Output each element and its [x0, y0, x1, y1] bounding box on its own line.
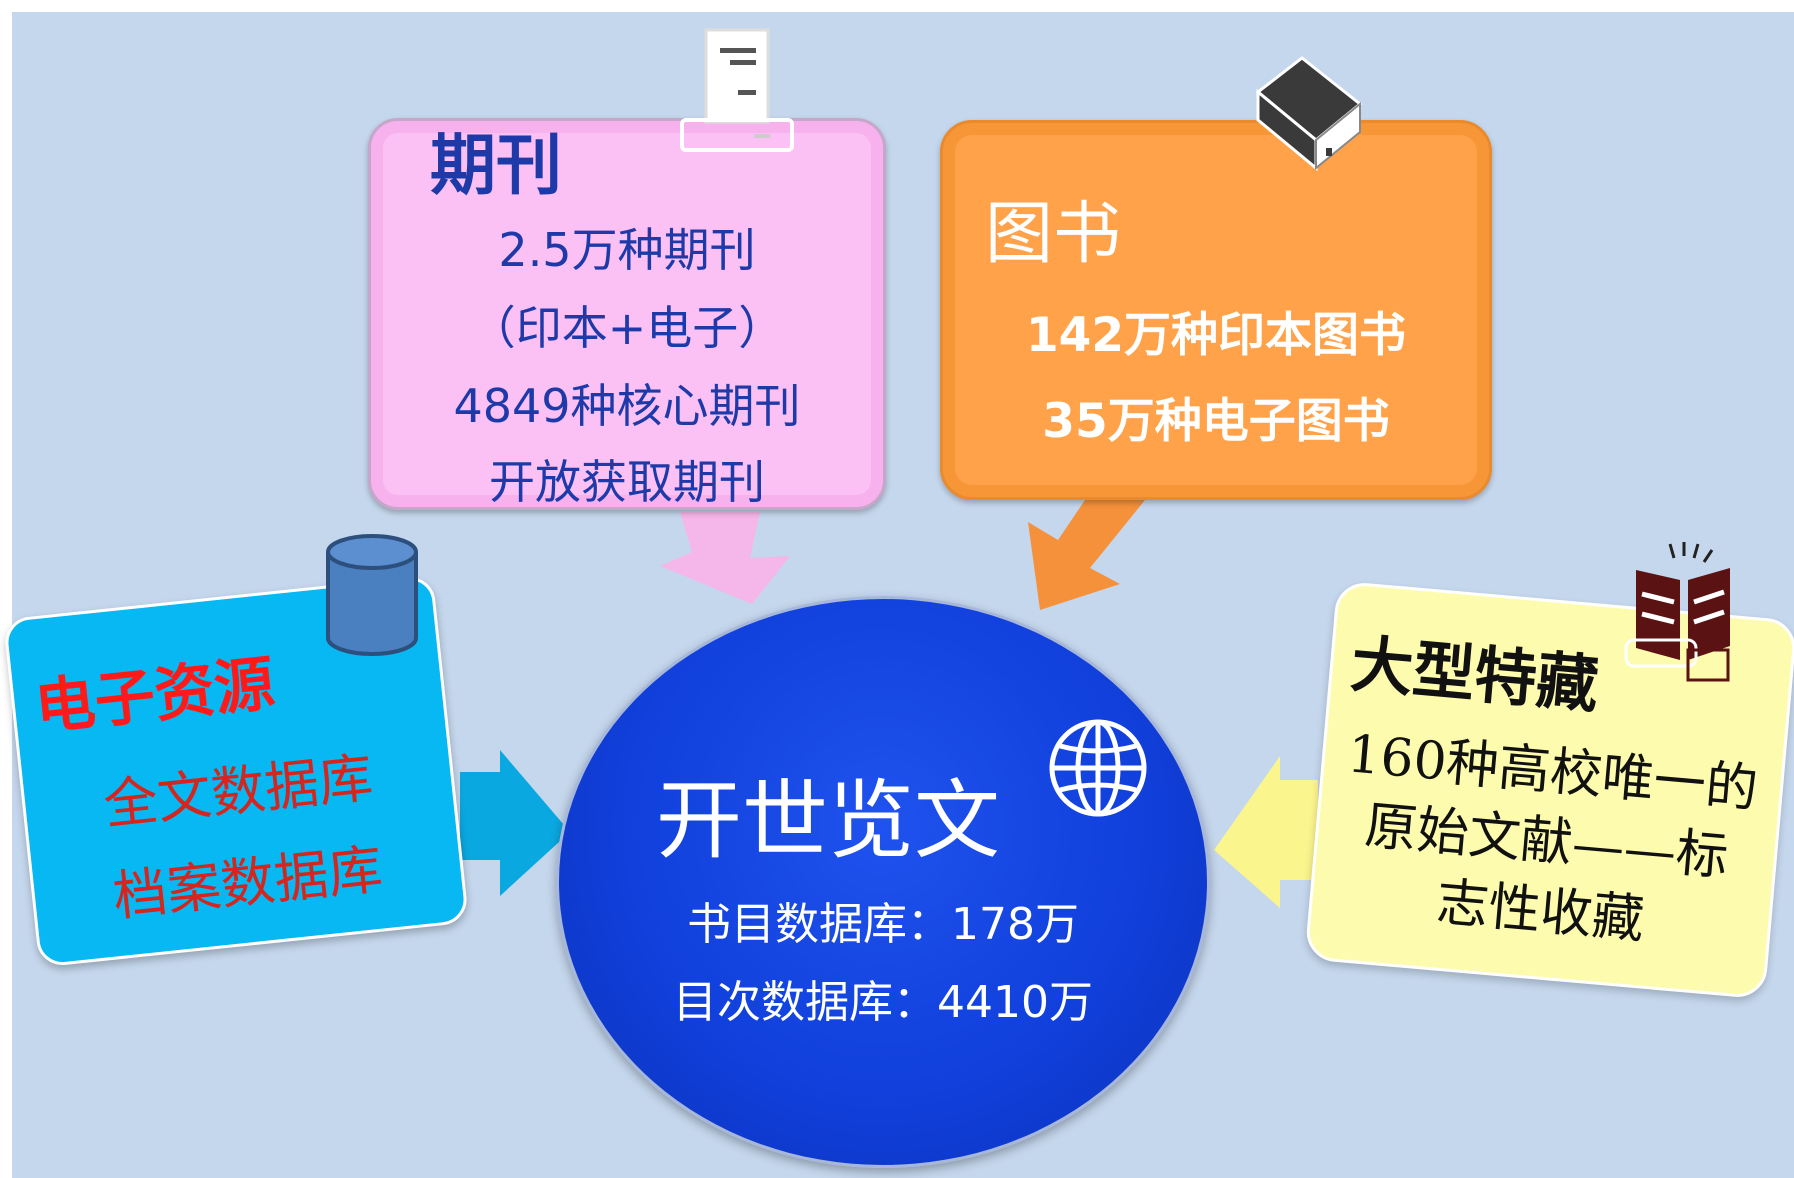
center-line-1: 书目数据库：178万 [687, 899, 1079, 950]
center-circle [556, 596, 1210, 1168]
document-icon [680, 26, 800, 158]
arrow-books [1028, 500, 1145, 610]
center-title: 开世览文 [656, 771, 1000, 871]
arrow-electronic [460, 750, 570, 896]
books-line-1: 142万种印本图书 [1025, 308, 1407, 363]
books-title: 图书 [985, 195, 1122, 274]
periodicals-line-4: 开放获取期刊 [489, 455, 765, 509]
periodicals-line-2: （印本+电子） [469, 301, 785, 355]
periodicals-line-1: 2.5万种期刊 [498, 223, 756, 277]
database-icon [322, 532, 422, 666]
electronic-title: 电子资源 [31, 648, 278, 744]
globe-icon [1046, 716, 1150, 824]
reader-icon [1618, 540, 1750, 694]
periodicals-line-3: 4849种核心期刊 [453, 379, 801, 433]
arrow-periodicals [660, 512, 790, 604]
book-icon [1250, 52, 1370, 182]
center-line-2: 目次数据库：4410万 [673, 977, 1093, 1028]
books-line-2: 35万种电子图书 [1042, 394, 1390, 449]
periodicals-title: 期刊 [430, 126, 562, 204]
arrow-special [1214, 756, 1318, 908]
periodicals-box [368, 118, 886, 510]
books-box [940, 120, 1492, 500]
special-title: 大型特藏 [1348, 627, 1602, 722]
